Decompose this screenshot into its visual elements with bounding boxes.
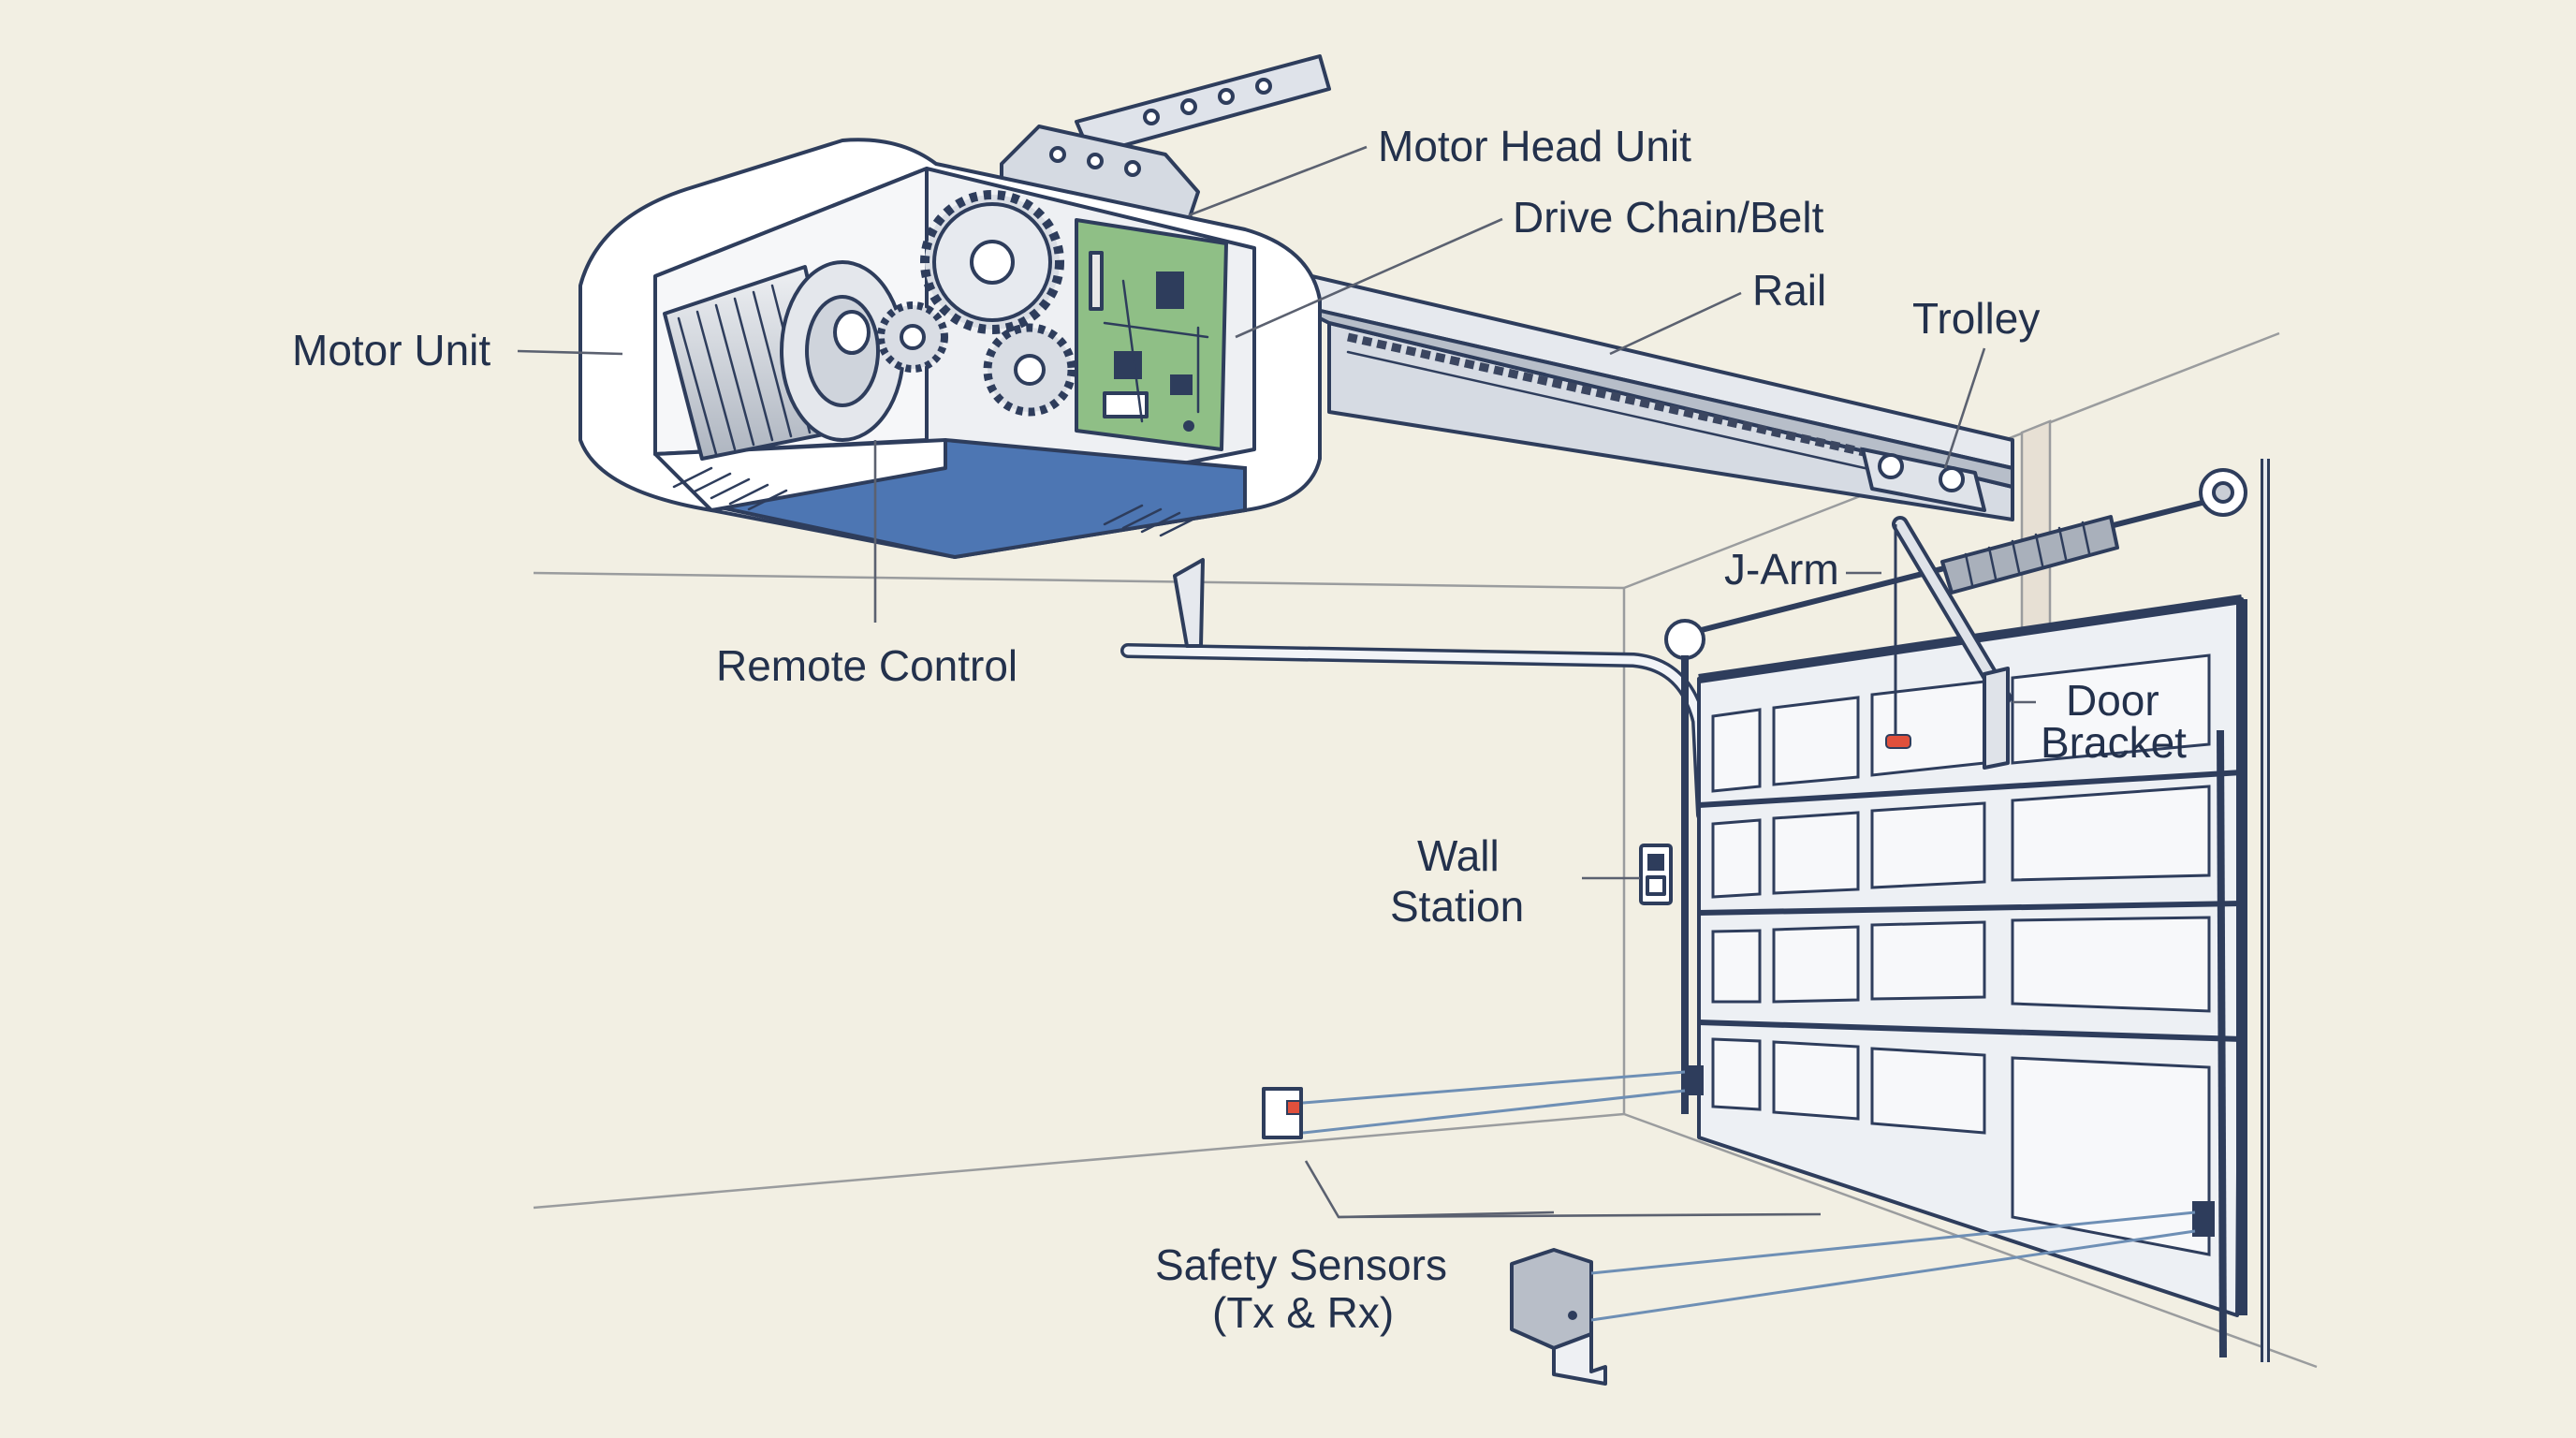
labels: Motor Head Unit Drive Chain/Belt Rail Tr… — [292, 122, 2187, 1337]
gear-train — [877, 190, 1076, 417]
leader-lines — [517, 145, 2036, 1219]
label-door-bracket-line2: Bracket — [2041, 718, 2187, 767]
label-trolley: Trolley — [1912, 294, 2040, 343]
garage-door — [1681, 459, 2270, 1362]
circuit-board — [1075, 218, 1228, 451]
door-panels — [1711, 653, 2211, 1256]
label-wall-station-line1: Wall — [1417, 831, 1500, 880]
label-wall-station-line2: Station — [1390, 882, 1524, 931]
horizontal-track — [1120, 558, 1711, 822]
electric-motor — [663, 260, 905, 461]
label-door-bracket-line1: Door — [2066, 676, 2159, 725]
safety-sensors — [1262, 1065, 2215, 1386]
label-safety-sensors-line1: Safety Sensors — [1155, 1240, 1447, 1289]
safety-sensor-left — [1262, 1087, 1303, 1139]
label-rail: Rail — [1752, 266, 1826, 315]
wall-station — [1639, 844, 1673, 905]
safety-sensor-right — [1510, 1248, 1607, 1386]
door-bracket — [1983, 667, 2010, 770]
label-j-arm: J-Arm — [1724, 545, 1839, 594]
j-arm — [1885, 516, 2012, 749]
label-safety-sensors-line2: (Tx & Rx) — [1212, 1288, 1394, 1337]
label-motor-head-unit: Motor Head Unit — [1378, 122, 1691, 170]
label-drive-chain-belt: Drive Chain/Belt — [1513, 193, 1824, 242]
torsion-spring — [1664, 468, 2247, 660]
label-remote-control: Remote Control — [716, 641, 1017, 690]
trolley — [1861, 448, 1986, 512]
label-motor-unit: Motor Unit — [292, 326, 490, 374]
